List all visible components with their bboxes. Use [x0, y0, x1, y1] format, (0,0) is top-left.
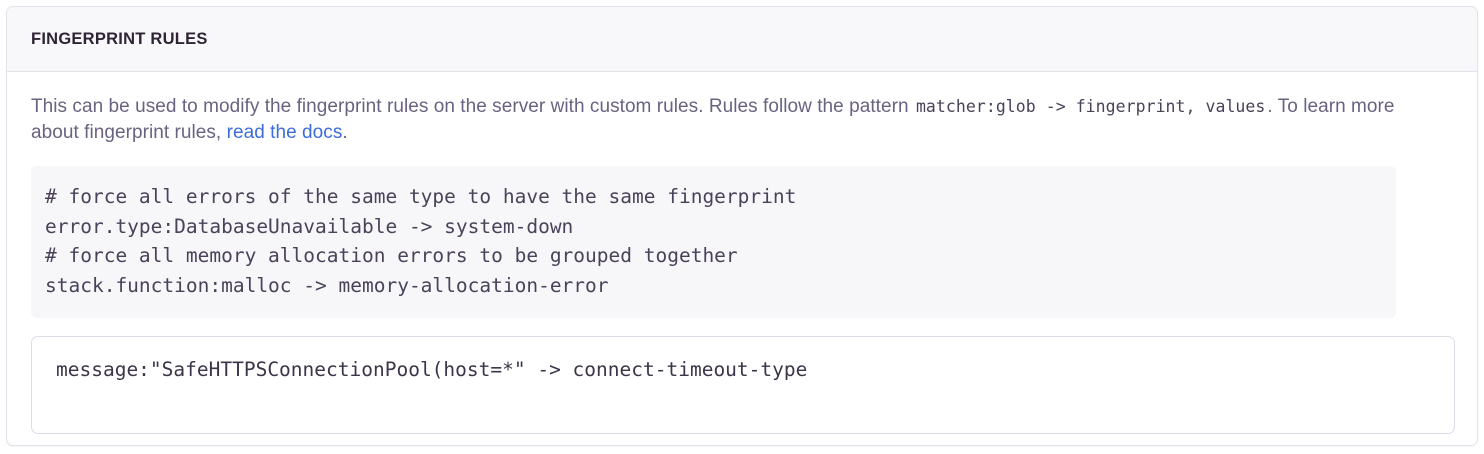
fingerprint-rules-panel: FINGERPRINT RULES This can be used to mo… — [6, 6, 1478, 446]
code-line: # force all errors of the same type to h… — [45, 185, 797, 208]
description-text-part-3: . — [342, 122, 348, 143]
inline-code-pattern: matcher:glob -> fingerprint, values — [915, 97, 1266, 116]
panel-body: This can be used to modify the fingerpri… — [7, 72, 1477, 434]
page-title: FINGERPRINT RULES — [31, 29, 208, 48]
panel-header: FINGERPRINT RULES — [7, 7, 1477, 72]
code-line: # force all memory allocation errors to … — [45, 244, 738, 267]
example-code-block: # force all errors of the same type to h… — [31, 166, 1396, 318]
panel-description: This can be used to modify the fingerpri… — [31, 94, 1401, 146]
description-text-part-2: . To learn more about fingerprint rules, — [31, 96, 1395, 143]
description-text-part-1: This can be used to modify the fingerpri… — [31, 96, 914, 117]
code-line: stack.function:malloc -> memory-allocati… — [45, 273, 609, 297]
read-the-docs-link[interactable]: read the docs — [226, 122, 343, 143]
code-line: error.type:DatabaseUnavailable -> system… — [45, 214, 574, 238]
fingerprint-rules-input[interactable] — [31, 336, 1455, 434]
